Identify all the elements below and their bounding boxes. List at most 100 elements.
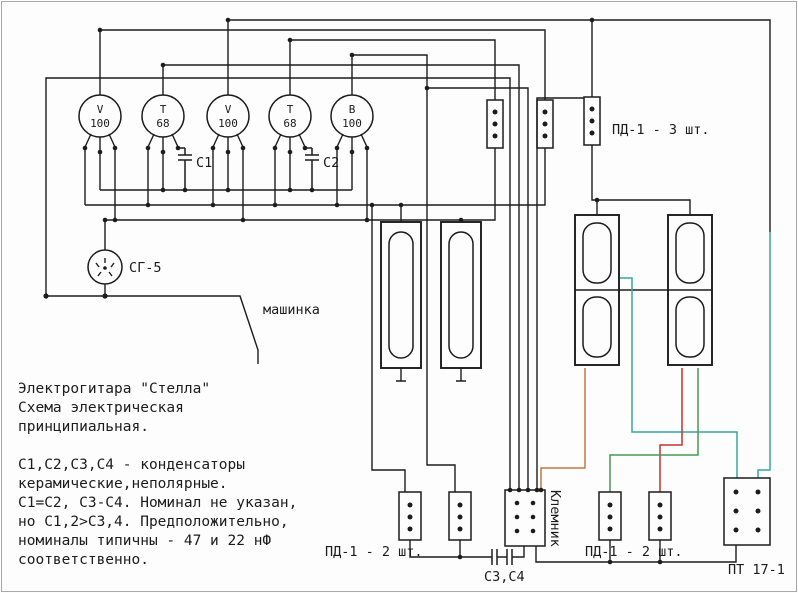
pot-type: T [287, 103, 294, 116]
pot-body [78, 94, 122, 138]
pot-value: 100 [218, 117, 238, 130]
capacitor-c1 [178, 148, 192, 190]
connector-pin-dot [103, 266, 107, 270]
junction-dots [43, 17, 663, 565]
terminal-block-body [504, 489, 546, 547]
switch-pin [755, 527, 761, 533]
pot-value: 100 [342, 117, 362, 130]
pickup-right-2 [667, 214, 713, 366]
wire-pickup-stubs [396, 368, 466, 382]
switch-pin [542, 133, 548, 139]
potentiometers: V 100 T 68 V 100 T 68 B 100 [78, 94, 374, 138]
pot-value: 68 [283, 117, 296, 130]
pot-body [206, 94, 250, 138]
wire-bottom-right [535, 540, 737, 563]
pot-body [268, 94, 312, 138]
switch-pin [657, 514, 663, 520]
switch-pin [589, 106, 595, 112]
switches-bottom-left-label: ПД-1 - 2 шт. [325, 544, 423, 560]
terminal-pin [514, 528, 520, 534]
cap1-label: C1 [196, 155, 212, 171]
pickup-frame [380, 221, 422, 369]
terminal-pin [514, 500, 520, 506]
pickup-coil-top [675, 222, 705, 284]
wire-terminal-drops [84, 147, 368, 220]
switch-pin [657, 502, 663, 508]
wire-teal-right-edge [757, 232, 771, 478]
wire-green [609, 368, 699, 492]
cap34-label: С3,С4 [484, 569, 525, 585]
switch-pin [733, 527, 739, 533]
wire-bus3 [289, 39, 496, 100]
wire-bus1 [227, 19, 771, 232]
terminal-pin [530, 500, 536, 506]
wire-red [659, 368, 683, 492]
switch-pin [589, 130, 595, 136]
switch-pin [407, 514, 413, 520]
switch-pin [589, 118, 595, 124]
terminal-block: Клемник [504, 489, 563, 547]
switches-bottom-left: ПД-1 - 2 шт. [325, 491, 472, 560]
wire-bus5 [162, 64, 520, 490]
switches-top-label: ПД-1 - 3 шт. [612, 122, 710, 138]
wire-col-528 [427, 87, 529, 490]
switch-pd1-body [486, 99, 504, 149]
note-line: соответственно. [18, 552, 149, 568]
terminal-block-label: Клемник [547, 490, 563, 547]
switches-top: ПД-1 - 3 шт. [486, 96, 710, 149]
title-block: Электрогитара "Стелла" Схема электрическ… [18, 381, 297, 568]
pot-type: V [97, 103, 104, 116]
connector-sg5: СГ-5 [87, 249, 162, 285]
note-line: номиналы типичны - 47 и 22 нФ [18, 533, 271, 549]
switch-pt: ПТ 17-1 [723, 477, 785, 578]
note-line: C1=C2, C3-C4. Номинал не указан, [18, 495, 297, 511]
potentiometer-2: T 68 [141, 94, 185, 138]
pot-type: V [225, 103, 232, 116]
switch-pin [607, 502, 613, 508]
switch-pd1-body [398, 491, 422, 541]
pot-body [330, 94, 374, 138]
pickup-frame [574, 214, 620, 366]
potentiometer-3: V 100 [206, 94, 250, 138]
connector-body [87, 249, 123, 285]
switch-pin [755, 489, 761, 495]
potentiometer-1: V 100 [78, 94, 122, 138]
wire-right-pickup-feeds [591, 145, 691, 215]
switch-pin [457, 526, 463, 532]
pot-value: 100 [90, 117, 110, 130]
wire-b1-feed [371, 205, 406, 492]
connector-pins [95, 258, 115, 277]
switch-pd1-body [648, 491, 672, 541]
pickup-right-1 [574, 214, 620, 366]
wire-pot-terminals [84, 133, 368, 152]
pot-value: 68 [156, 117, 169, 130]
wire-bus-205 [85, 148, 546, 206]
cap2-label: C2 [323, 155, 339, 171]
wire-col-537 [536, 97, 584, 490]
wire-bottom-left [409, 540, 525, 558]
switch-pin [407, 526, 413, 532]
switch-pin [407, 502, 413, 508]
wires-colored [540, 232, 771, 492]
switch-pin [492, 121, 498, 127]
pickup-middle-1 [380, 221, 422, 369]
title-line: Электрогитара "Стелла" [18, 381, 210, 397]
wire-bus2 [99, 29, 546, 100]
terminal-pin [514, 514, 520, 520]
switch-pin [607, 514, 613, 520]
pot-body [141, 94, 185, 138]
wire-teal-inner [619, 277, 738, 478]
wire-bus-220 [105, 148, 496, 221]
note-line: но C1,2>C3,4. Предположительно, [18, 514, 289, 530]
switch-pd1-body [583, 96, 601, 146]
switches-bottom-right-label: ПД-1 - 2 шт. [585, 544, 683, 560]
switch-pin [733, 508, 739, 514]
switch-pd1-body [598, 491, 622, 541]
potentiometer-4: T 68 [268, 94, 312, 138]
note-line: керамические,неполярные. [18, 476, 228, 492]
capacitor-c2 [305, 148, 319, 190]
pot-type: B [349, 103, 356, 116]
terminal-pin [530, 514, 536, 520]
